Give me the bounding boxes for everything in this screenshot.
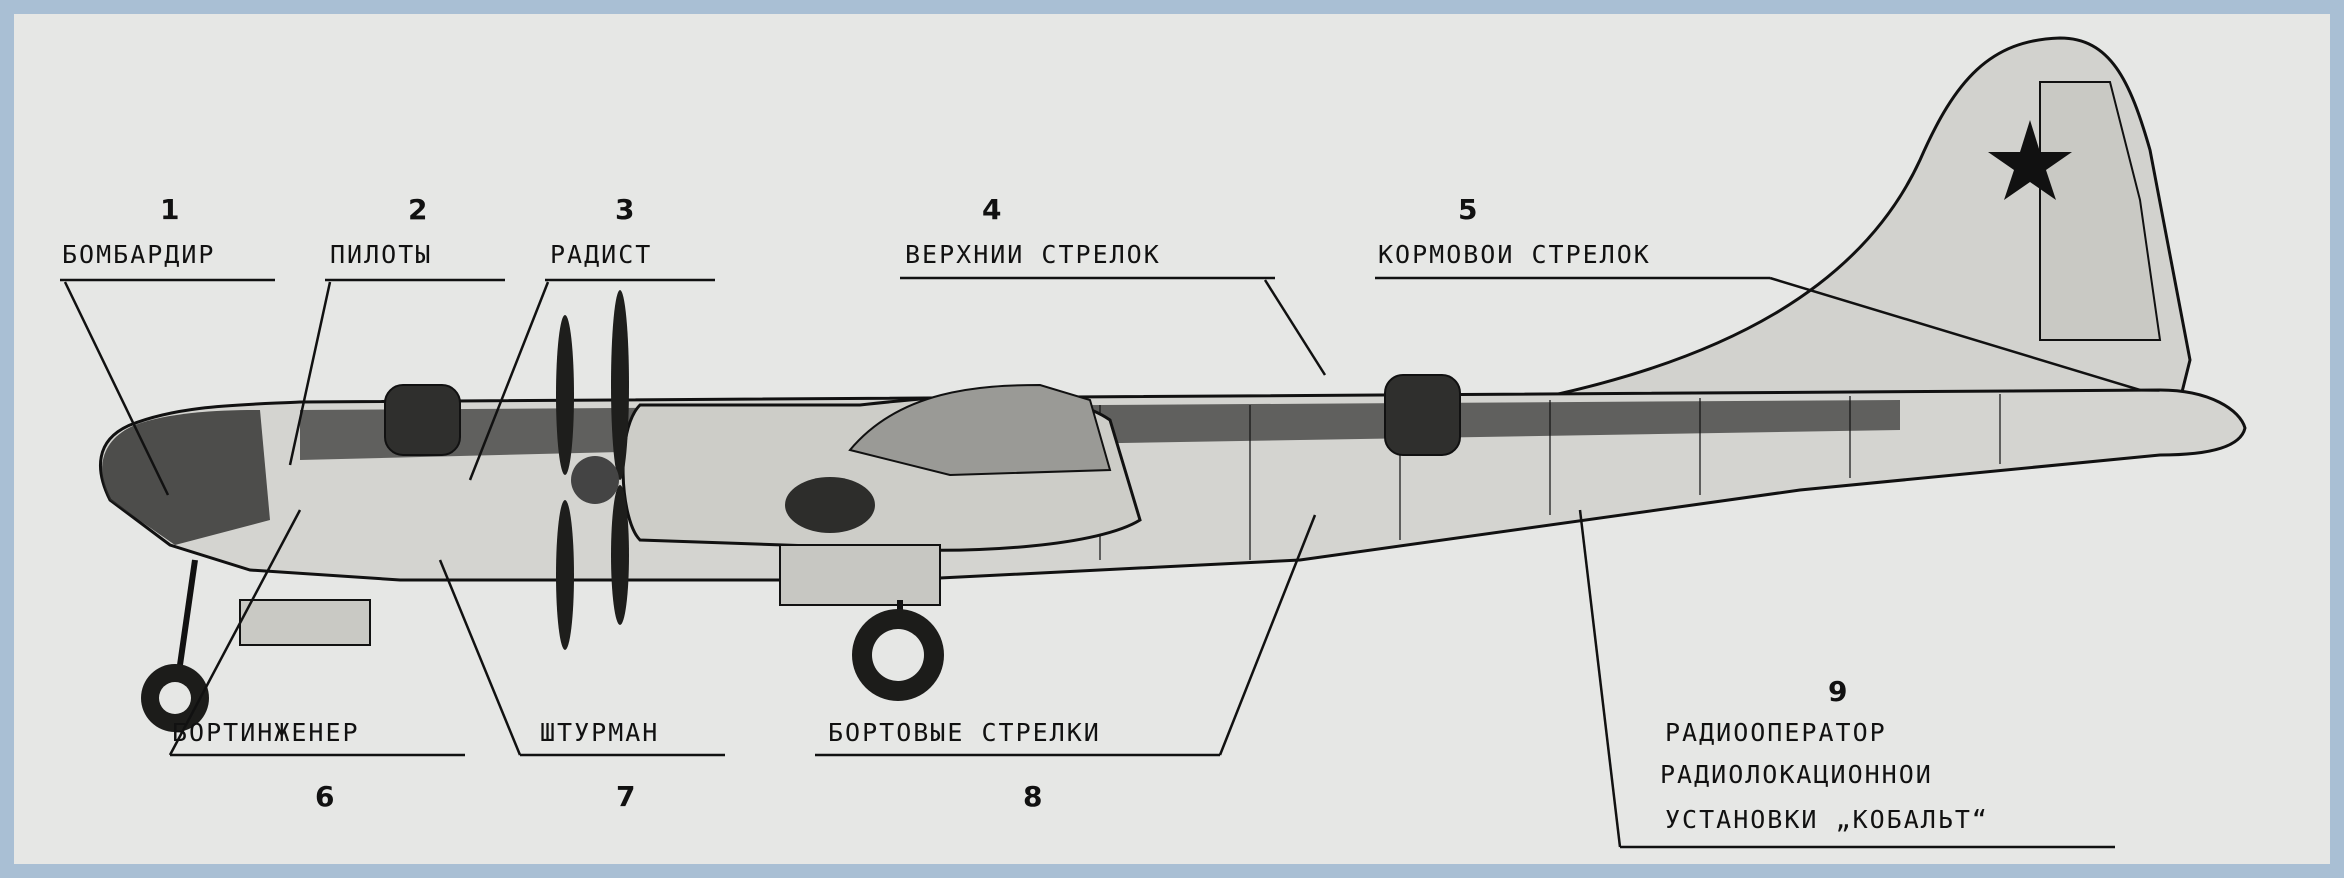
crew-number-3: 3 bbox=[615, 193, 635, 226]
crew-label-bombardier: БОМБАРДИР bbox=[62, 240, 216, 269]
crew-label-radar-operator-line2: РАДИОЛОКАЦИОННОИ bbox=[1660, 760, 1933, 789]
crew-number-2: 2 bbox=[408, 193, 428, 226]
crew-number-6: 6 bbox=[315, 780, 335, 813]
nose-landing-gear bbox=[141, 559, 209, 732]
crew-label-upper-gunner: ВЕРХНИИ СТРЕЛОК bbox=[905, 240, 1161, 269]
crew-number-5: 5 bbox=[1458, 193, 1478, 226]
crew-number-9: 9 bbox=[1828, 675, 1848, 708]
crew-number-1: 1 bbox=[160, 193, 180, 226]
engineer-panel bbox=[239, 599, 371, 646]
crew-number-8: 8 bbox=[1023, 780, 1043, 813]
crew-label-radar-operator-line3: УСТАНОВКИ „КОБАЛЬТ“ bbox=[1665, 805, 1989, 834]
crew-label-tail-gunner: КОРМОВОИ СТРЕЛОК bbox=[1378, 240, 1651, 269]
leader-lines bbox=[60, 276, 2141, 849]
crew-number-7: 7 bbox=[616, 780, 636, 813]
crew-label-radio-operator: РАДИСТ bbox=[550, 240, 653, 269]
crew-label-radar-operator-line1: РАДИООПЕРАТОР bbox=[1665, 718, 1887, 747]
star-icon bbox=[1988, 120, 2072, 200]
crew-label-navigator: ШТУРМАН bbox=[540, 718, 660, 747]
wing bbox=[848, 383, 1112, 477]
crew-number-4: 4 bbox=[982, 193, 1002, 226]
crew-label-waist-gunners: БОРТОВЫЕ СТРЕЛКИ bbox=[828, 718, 1101, 747]
main-landing-gear bbox=[779, 544, 944, 701]
crew-label-flight-engineer: БОРТИНЖЕНЕР bbox=[172, 718, 360, 747]
nacelle-intake bbox=[785, 477, 875, 533]
nose-glazing bbox=[102, 410, 270, 545]
crew-label-pilots: ПИЛОТЫ bbox=[330, 240, 433, 269]
propeller bbox=[556, 290, 629, 650]
top-turret-rear bbox=[1384, 374, 1461, 456]
top-turret-forward bbox=[384, 384, 461, 456]
rudder bbox=[2039, 81, 2162, 341]
